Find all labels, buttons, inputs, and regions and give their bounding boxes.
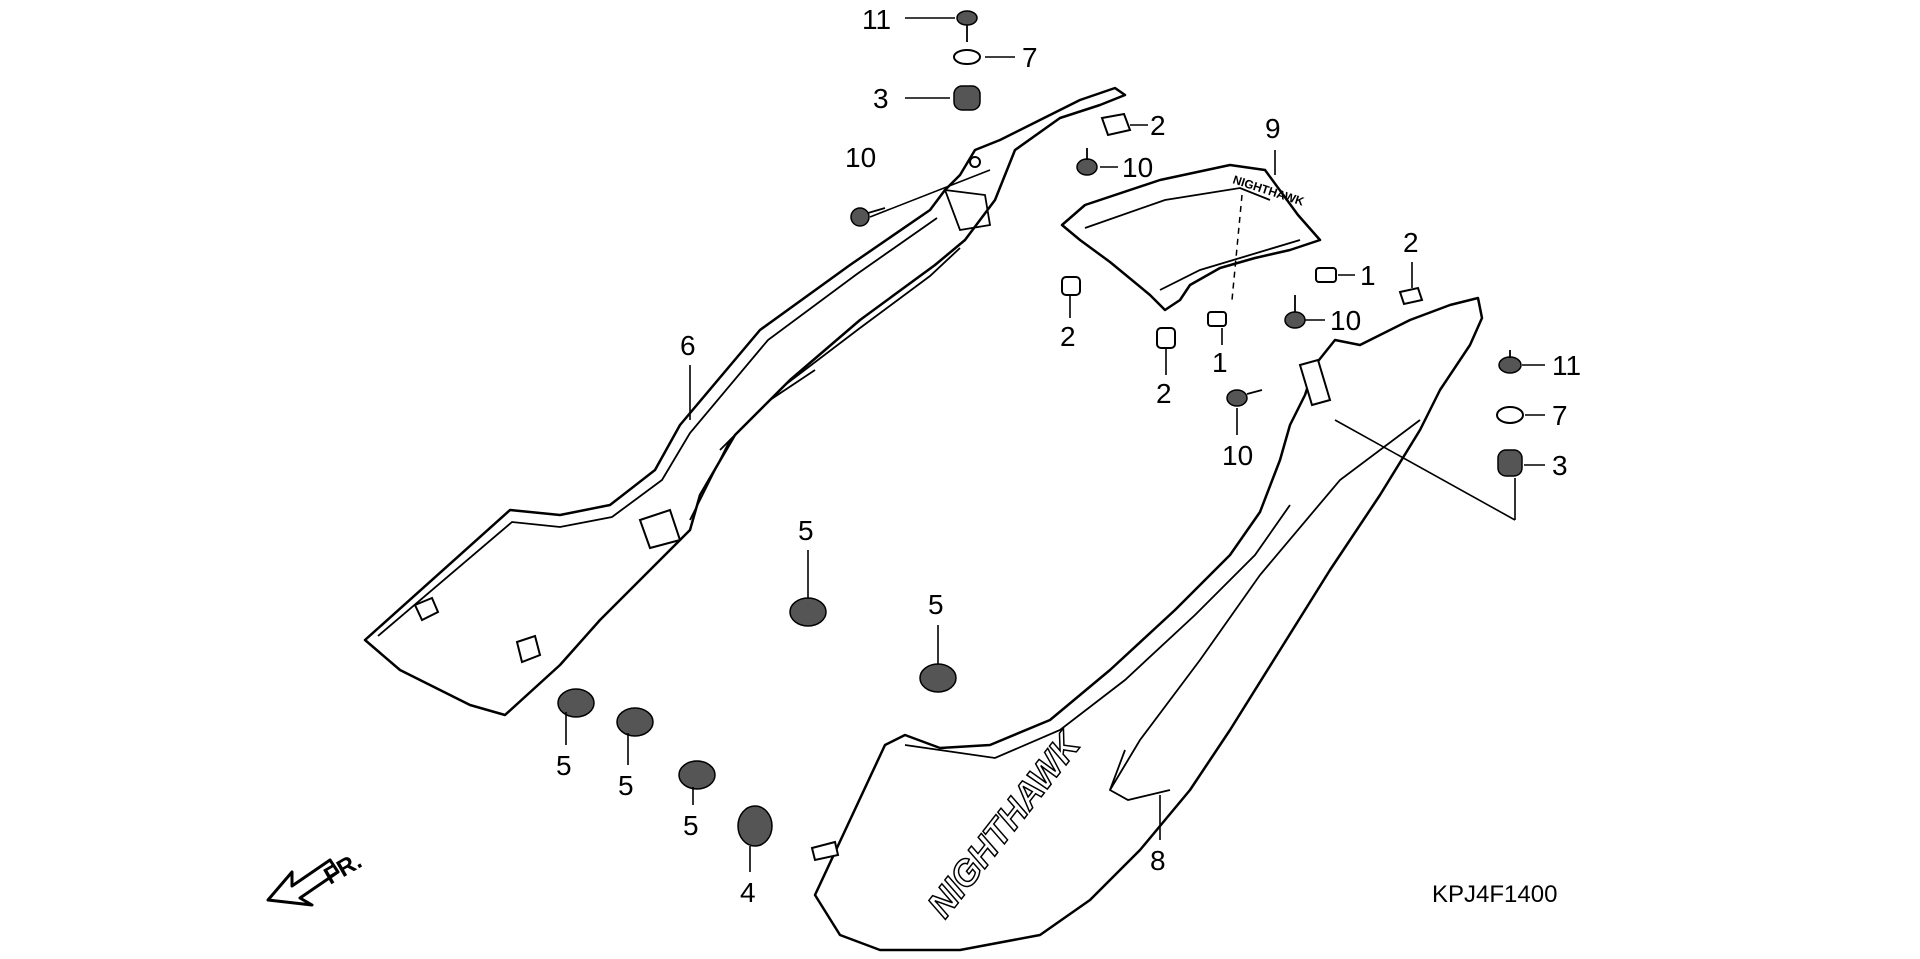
diagram-code: KPJ4F1400 bbox=[1432, 881, 1557, 908]
part-label-10-upper-left: 10 bbox=[845, 142, 876, 173]
part-label-9: 9 bbox=[1265, 113, 1281, 144]
grommet-4 bbox=[737, 805, 773, 847]
bolt-10-upper-center bbox=[1076, 148, 1098, 176]
part-label-3-right: 3 bbox=[1552, 450, 1568, 481]
front-direction-indicator: FR. bbox=[266, 847, 367, 907]
part-label-3-top: 3 bbox=[873, 83, 889, 114]
part-label-5-b: 5 bbox=[928, 589, 944, 620]
leader-lines bbox=[565, 17, 1545, 872]
part-labels: 11 7 3 10 2 10 9 2 1 10 2 2 1 11 7 10 3 … bbox=[556, 4, 1581, 908]
part-label-11-top: 11 bbox=[862, 4, 891, 35]
clip-2-top bbox=[1100, 112, 1132, 137]
grommet-5-d bbox=[616, 707, 654, 737]
part-label-2-right: 2 bbox=[1403, 227, 1419, 258]
bolt-11-top bbox=[956, 10, 978, 42]
clip-2-right bbox=[1398, 286, 1424, 306]
part-label-5-a: 5 bbox=[798, 515, 814, 546]
grommet-5-a bbox=[789, 597, 827, 627]
part-label-10-right: 10 bbox=[1330, 305, 1361, 336]
bolt-11-right bbox=[1498, 350, 1522, 374]
grommet-5-e bbox=[678, 760, 716, 790]
washer-7-top bbox=[953, 49, 981, 65]
part-label-7-right: 7 bbox=[1552, 400, 1568, 431]
rear-center-cover-part: NIGHTHAWK bbox=[1060, 163, 1322, 312]
part-label-4: 4 bbox=[740, 877, 756, 908]
clip-1-lower bbox=[1207, 311, 1227, 327]
part-label-11-right: 11 bbox=[1552, 350, 1581, 381]
washer-7-right bbox=[1496, 406, 1524, 424]
clip-2-left-small bbox=[1061, 276, 1081, 296]
front-arrow-icon bbox=[266, 858, 340, 907]
clip-2-lower bbox=[1156, 327, 1176, 349]
part-label-1-lower: 1 bbox=[1212, 347, 1228, 378]
part-label-5-d: 5 bbox=[618, 770, 634, 801]
part-label-6: 6 bbox=[680, 330, 696, 361]
grommet-3-right bbox=[1497, 449, 1523, 477]
front-direction-label: FR. bbox=[320, 847, 367, 890]
clip-1-right bbox=[1315, 267, 1337, 283]
left-side-cover-part bbox=[363, 86, 1127, 717]
part-label-1-right: 1 bbox=[1360, 260, 1376, 291]
part-label-5-c: 5 bbox=[556, 750, 572, 781]
part-label-5-e: 5 bbox=[683, 810, 699, 841]
grommet-5-c bbox=[557, 688, 595, 718]
grommet-3-top bbox=[953, 85, 981, 111]
hardware-set bbox=[557, 10, 1524, 847]
bolt-10-right bbox=[1284, 295, 1306, 329]
bolt-10-upper-left bbox=[850, 207, 886, 227]
part-label-8: 8 bbox=[1150, 845, 1166, 876]
bolt-10-middle bbox=[1226, 389, 1263, 407]
part-label-10-middle: 10 bbox=[1222, 440, 1253, 471]
part-label-10-upper-center: 10 bbox=[1122, 152, 1153, 183]
part-label-2-top: 2 bbox=[1150, 110, 1166, 141]
part-label-2-left: 2 bbox=[1060, 321, 1076, 352]
grommet-5-b bbox=[919, 663, 957, 693]
part-label-2-lower: 2 bbox=[1156, 378, 1172, 409]
right-side-cover-part: NIGHTHAWK bbox=[810, 296, 1484, 952]
part-label-7-top: 7 bbox=[1022, 42, 1038, 73]
